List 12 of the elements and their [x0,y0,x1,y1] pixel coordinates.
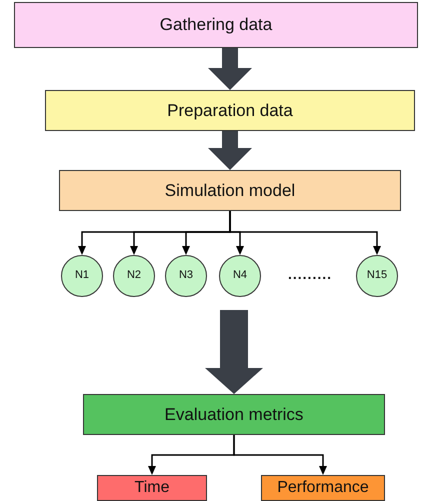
process-box: Simulation model [59,170,401,211]
process-box: Time [97,475,207,501]
process-box: Evaluation metrics [83,394,385,435]
block-arrow [205,310,263,394]
arrow [229,211,381,255]
block-arrow [208,48,252,90]
process-box: Preparation data [45,90,415,131]
block-arrow [208,131,252,170]
arrow [233,435,327,475]
process-box: Gathering data [14,2,418,48]
process-box: Performance [261,475,385,501]
ellipsis-text: ......... [288,265,332,284]
